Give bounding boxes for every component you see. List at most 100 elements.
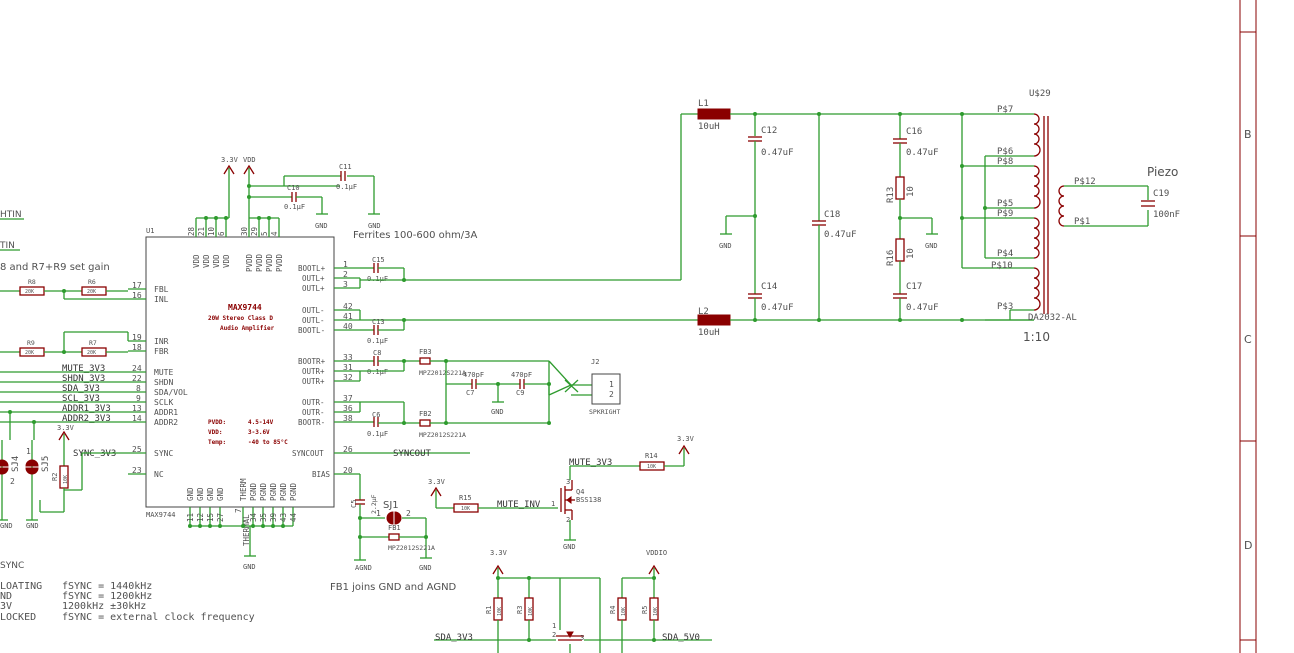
pin-name: VDD xyxy=(192,254,201,268)
c9-ref: C9 xyxy=(516,389,524,397)
pin-name: PGND xyxy=(249,482,258,501)
ic-spec-val: 3-3.6V xyxy=(248,429,270,436)
net-addr2: ADDR2_3V3 xyxy=(62,414,111,424)
sync-row-mode: 3V xyxy=(0,601,12,612)
vddio-label: VDDIO xyxy=(646,549,667,557)
c17-ref: C17 xyxy=(906,282,922,292)
sheet-frame: B C D xyxy=(1239,0,1257,653)
ic-name: MAX9744 xyxy=(228,303,262,312)
pin-num: 25 xyxy=(132,445,142,454)
net-mute: MUTE_3V3 xyxy=(569,458,612,468)
sj1-pin: 1 xyxy=(376,509,381,518)
r5-ref: R5 xyxy=(641,606,649,614)
vdd-label: VDD xyxy=(243,156,256,164)
j2-pin: 2 xyxy=(609,390,614,399)
pin-num: 13 xyxy=(132,404,142,413)
gnd-label: GND xyxy=(315,222,328,230)
ic-spec-val: -40 to 85°C xyxy=(248,439,288,446)
pin-name: SYNC xyxy=(154,449,173,458)
pin-name: SYNCOUT xyxy=(292,449,324,458)
pin-name: GND xyxy=(186,487,195,501)
net-sda-5v0: SDA_5V0 xyxy=(662,633,700,643)
c17-value: 0.47uF xyxy=(906,303,939,313)
ic-top-pins: VDD VDD VDD VDD PVDD PVDD PVDD PVDD 28 2… xyxy=(187,218,284,272)
pin-num: 40 xyxy=(343,322,353,331)
transformer-pin: P$4 xyxy=(997,249,1013,259)
ic-bottom-label: MAX9744 xyxy=(146,511,176,519)
c12-value: 0.47uF xyxy=(761,148,794,158)
pin-num: 9 xyxy=(136,394,141,403)
pin-name: OUTR+ xyxy=(302,367,325,376)
ic-desc: 20W Stereo Class D xyxy=(208,315,273,322)
pin-num: 16 xyxy=(132,291,142,300)
q4-pin: 2 xyxy=(566,516,570,524)
c16-value: 0.47uF xyxy=(906,148,939,158)
pin-name: PVDD xyxy=(265,253,274,272)
r3-value: 10K xyxy=(528,607,534,616)
pin-num: 6 xyxy=(217,231,226,236)
pin-num: 10 xyxy=(207,226,216,236)
level-shifter: 3.3V R1 10K R3 10K SDA_3V3 2 1 3 SDA_5V0… xyxy=(434,549,712,653)
pin-name: BIAS xyxy=(312,470,331,479)
pin-num: 41 xyxy=(343,312,353,321)
net-scl: SCL_3V3 xyxy=(62,394,100,404)
pin-num: 44 xyxy=(289,512,298,522)
fb2-value: MPZ2012S221A xyxy=(419,431,466,439)
r8-value: 20K xyxy=(25,289,34,295)
transformer-pin: P$9 xyxy=(997,209,1013,219)
agnd-label: AGND xyxy=(355,564,372,572)
pin-name: MUTE xyxy=(154,368,173,377)
ratio-label: 1:10 xyxy=(1023,330,1050,344)
fb1-ref: FB1 xyxy=(388,524,401,532)
r8-ref: R8 xyxy=(28,278,36,286)
pin-name: ADDR2 xyxy=(154,418,178,427)
pin-name: OUTR- xyxy=(302,398,325,407)
pin-num: 35 xyxy=(259,513,268,522)
c6-ref: C6 xyxy=(372,411,380,419)
r16-value: 10 xyxy=(906,248,916,259)
pin-num: 1 xyxy=(343,260,348,269)
pin-name: PGND xyxy=(289,482,298,501)
pin-num: 26 xyxy=(343,445,353,454)
pin-name: OUTL+ xyxy=(302,284,325,293)
pin-num: 20 xyxy=(343,466,353,475)
u29-ref: U$29 xyxy=(1029,89,1051,99)
ic-spec-key: Temp: xyxy=(208,439,226,446)
r16-ref: R16 xyxy=(886,250,896,266)
gnd-label: GND xyxy=(419,564,432,572)
r7-value: 20K xyxy=(87,350,96,356)
pin-num: 39 xyxy=(269,513,278,522)
q-pin: 1 xyxy=(552,622,556,630)
fb3-value: MPZ2012S221A xyxy=(419,369,466,377)
q4-ref: Q4 xyxy=(576,488,584,496)
pin-name: PVDD xyxy=(255,253,264,272)
gnd-label: GND xyxy=(243,563,256,571)
c10-value: 0.1µF xyxy=(284,203,305,211)
pin-num: 31 xyxy=(343,363,353,372)
c12-ref: C12 xyxy=(761,126,777,136)
gnd-label: GND xyxy=(491,408,504,416)
net-sync: SYNC_3V3 xyxy=(73,449,116,459)
c14-ref: C14 xyxy=(761,282,777,292)
output-left-channel: C15 0.1µF L1 10uH C13 0.1µF L2 10uH xyxy=(359,99,731,345)
gnd-label: GND xyxy=(368,222,381,230)
pin-name: SDA/VOL xyxy=(154,388,188,397)
c18-ref: C18 xyxy=(824,210,840,220)
net-mute-inv: MUTE_INV xyxy=(497,500,541,510)
sync-row-mode: LOCKED xyxy=(0,612,36,623)
pin-name: FBR xyxy=(154,347,169,356)
pin-num: 7 xyxy=(234,508,243,513)
c7-ref: C7 xyxy=(466,389,474,397)
pin-num: 2 xyxy=(343,270,348,279)
pin-num: 32 xyxy=(343,373,353,382)
transformer-pin: P$5 xyxy=(997,199,1013,209)
pin-name: INL xyxy=(154,295,169,304)
transformer-pin: P$10 xyxy=(991,261,1013,271)
pin-name: FBL xyxy=(154,285,169,294)
pin-num: 23 xyxy=(132,466,142,475)
c6-value: 0.1µF xyxy=(367,430,388,438)
j2-value: SPKRIGHT xyxy=(589,408,620,416)
pin-name: GND xyxy=(206,487,215,501)
pin-name: PGND xyxy=(279,482,288,501)
gnd-label: GND xyxy=(26,522,39,530)
